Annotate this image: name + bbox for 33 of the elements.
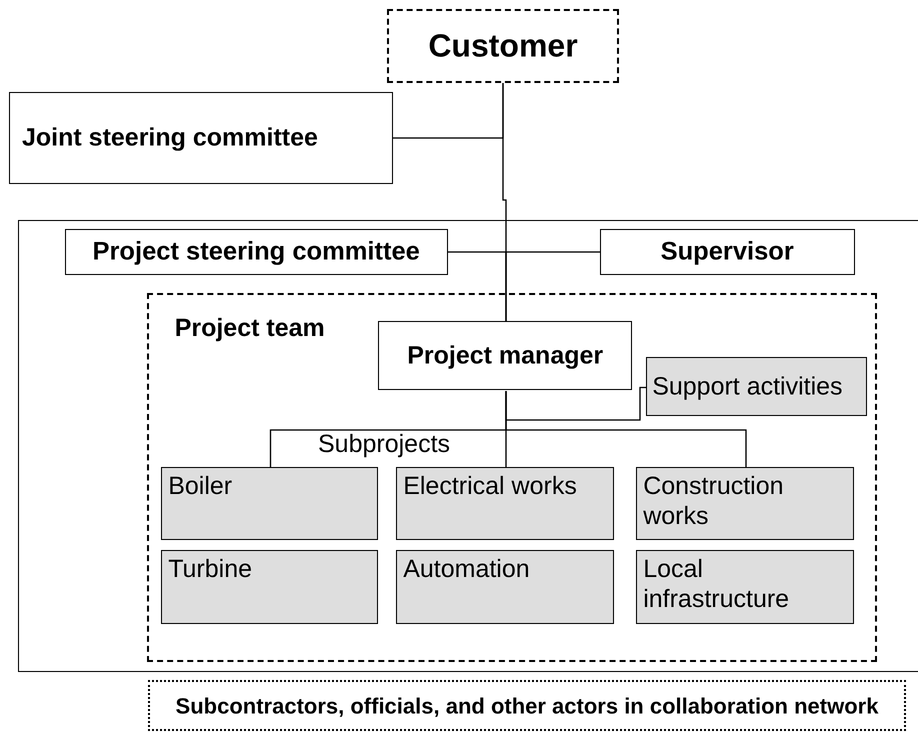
subproject-box [396,467,614,540]
group-label: Subprojects [318,431,450,458]
node-label: Customer [427,28,579,64]
node-label: Automation [403,554,531,584]
manager-box [378,321,632,390]
node-label: Local infrastructure [643,554,790,614]
node-label: Project steering committee [92,237,421,266]
node-label: Joint steering committee [21,124,319,152]
node-label: Supervisor [660,237,795,266]
subproject-box [396,550,614,624]
subproject-box [161,550,378,624]
connector-line [505,386,647,421]
subproject-box [636,550,854,624]
team-heading: Project team [174,314,325,342]
supervisor-box [600,228,855,275]
subproject-box [161,467,378,540]
connector-line [505,391,747,468]
node-label: Project manager [406,341,604,370]
subproject-box [636,467,854,540]
node-label: Electrical works [403,471,578,502]
node-label: Boiler [168,471,234,502]
node-label: Turbine [168,554,254,584]
organization-frame [18,220,918,672]
committee-box [9,92,393,184]
customer-box [387,9,619,83]
node-label: Subcontractors, officials, and other actors in collaboration network [174,692,880,718]
committee-box [64,228,448,275]
node-label: Construction works [643,471,785,532]
node-label: Support activities [651,372,844,402]
connector-line [505,251,600,322]
project-team-area [146,292,877,662]
activity-box [646,357,868,416]
network-box [148,680,906,731]
